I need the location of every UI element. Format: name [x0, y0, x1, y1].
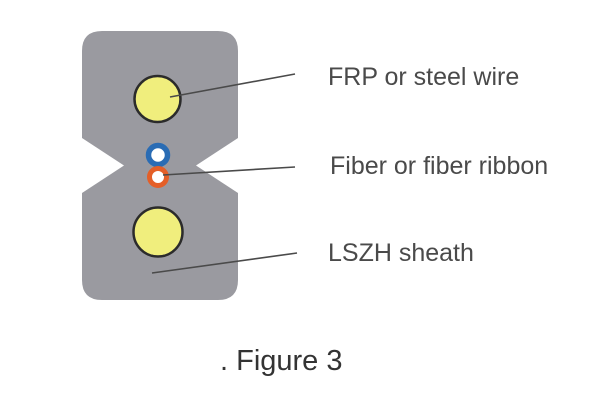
label-fiber-or-fiber-ribbon: Fiber or fiber ribbon	[330, 152, 549, 180]
frp-wire-top-circle	[133, 74, 182, 124]
label-lszh-sheath: LSZH sheath	[328, 239, 474, 267]
label-frp-or-steel-wire: FRP or steel wire	[328, 63, 520, 91]
fiber-orange-circle	[147, 166, 169, 188]
fiber-blue-circle	[145, 142, 171, 168]
figure-caption: . Figure 3	[220, 345, 343, 377]
leader-line-frp	[169, 73, 296, 98]
leader-line-sheath	[151, 252, 298, 274]
frp-wire-bottom-circle	[132, 206, 184, 258]
leader-line-fiber	[162, 166, 296, 176]
